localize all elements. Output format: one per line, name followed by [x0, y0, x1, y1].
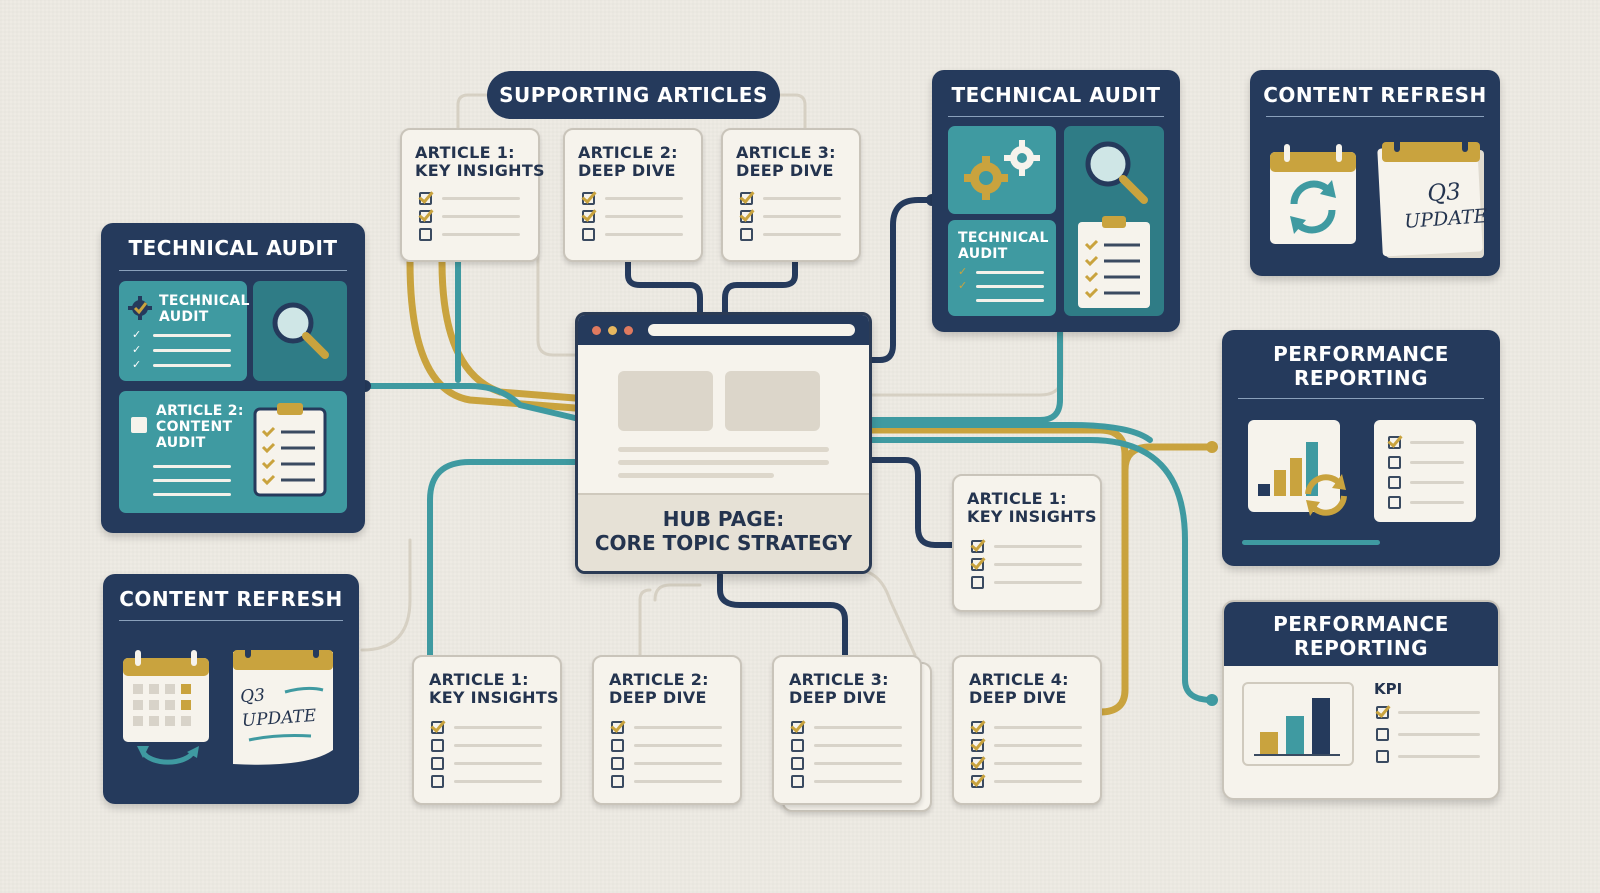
checkbox-icon	[582, 228, 595, 241]
gear-icon	[128, 296, 152, 320]
checkbox-icon	[971, 540, 984, 553]
left-technical-audit-panel[interactable]: TECHNICAL AUDIT TECHNICAL AUDIT ✓ ✓ ✓ AR…	[101, 223, 365, 533]
card-title-line1: ARTICLE 1:	[429, 670, 529, 689]
magnifier-icon	[272, 302, 329, 359]
hub-title-line1: HUB PAGE:	[662, 507, 785, 531]
content-audit-tile[interactable]: ARTICLE 2: CONTENT AUDIT	[119, 391, 347, 513]
sticky-note-icon	[1377, 134, 1484, 258]
bottom-article-card-4[interactable]: ARTICLE 4: DEEP DIVE	[952, 655, 1102, 805]
gear-icon	[964, 140, 1040, 200]
panel-title-line1: PERFORMANCE	[1273, 342, 1449, 366]
panel-title-line2: REPORTING	[1294, 366, 1428, 390]
panel-title: TECHNICAL AUDIT	[128, 236, 338, 260]
checkbox-icon	[419, 192, 432, 205]
card-title-line2: KEY INSIGHTS	[967, 507, 1097, 526]
gears-tile	[948, 126, 1056, 214]
panel-title-line1: PERFORMANCE	[1273, 612, 1449, 636]
card-title-line1: ARTICLE 2:	[578, 143, 678, 162]
left-content-refresh-panel[interactable]: CONTENT REFRESH Q3 UPDATE	[103, 574, 359, 804]
card-title-line1: ARTICLE 3:	[736, 143, 836, 162]
bottom-article-card-3[interactable]: ARTICLE 3: DEEP DIVE	[772, 655, 922, 805]
checkbox-icon	[971, 576, 984, 589]
right-technical-audit-panel[interactable]: TECHNICAL AUDIT TECHNICAL AUDIT ✓ ✓	[932, 70, 1180, 332]
panel-title: CONTENT REFRESH	[119, 587, 343, 611]
calendar-icon	[1270, 144, 1356, 244]
bar-chart-icon	[1254, 698, 1340, 756]
calendar-icon	[123, 650, 209, 765]
teal-wires	[362, 259, 1215, 703]
card-title-line1: ARTICLE 1:	[415, 143, 515, 162]
top-article-card-1[interactable]: ARTICLE 1: KEY INSIGHTS	[400, 128, 545, 262]
tile-label-line1: TECHNICAL	[958, 230, 1049, 246]
checkbox-icon	[582, 192, 595, 205]
right-content-refresh-panel[interactable]: CONTENT REFRESH Q3 UPDATE	[1250, 70, 1500, 276]
hub-title-line2: CORE TOPIC STRATEGY	[594, 531, 853, 555]
checkbox-icon	[740, 228, 753, 241]
technical-audit-tile[interactable]: TECHNICAL AUDIT ✓ ✓ ✓	[119, 281, 250, 381]
panel-title: TECHNICAL AUDIT	[951, 83, 1161, 107]
refresh-icon	[1305, 474, 1347, 516]
refresh-icon	[140, 750, 196, 765]
clipboard-icon	[253, 403, 327, 497]
card-title-line2: KEY INSIGHTS	[429, 688, 559, 707]
panel-title-line2: REPORTING	[1294, 636, 1428, 660]
panel-title: CONTENT REFRESH	[1263, 83, 1487, 107]
tile-label-line2: CONTENT	[156, 419, 233, 435]
tile-label-line2: AUDIT	[958, 246, 1008, 262]
card-title-line2: DEEP DIVE	[578, 161, 676, 180]
checkbox-icon	[582, 210, 595, 223]
tile-label-line1: TECHNICAL	[159, 293, 250, 309]
magnifier-tile[interactable]	[253, 281, 347, 381]
checkbox-icon	[740, 192, 753, 205]
card-title-line1: ARTICLE 2:	[609, 670, 709, 689]
supporting-articles-pill[interactable]: SUPPORTING ARTICLES	[487, 71, 780, 119]
kpi-label: KPI	[1374, 680, 1403, 698]
card-title-line2: DEEP DIVE	[969, 688, 1067, 707]
checklist-card	[1374, 420, 1476, 522]
magnifier-icon	[1085, 141, 1148, 204]
card-title-line2: DEEP DIVE	[789, 688, 887, 707]
supporting-articles-label: SUPPORTING ARTICLES	[499, 83, 768, 107]
checkbox-icon	[419, 210, 432, 223]
hub-page-browser[interactable]: HUB PAGE: CORE TOPIC STRATEGY	[575, 312, 872, 574]
bottom-article-card-2[interactable]: ARTICLE 2: DEEP DIVE	[592, 655, 742, 805]
performance-reporting-panel-1[interactable]: PERFORMANCE REPORTING	[1222, 330, 1500, 566]
tile-label-line2: AUDIT	[159, 309, 209, 325]
bar-chart-icon	[1258, 442, 1318, 496]
browser-icon	[578, 315, 869, 345]
navy-wires	[625, 197, 955, 658]
right-article-card[interactable]: ARTICLE 1: KEY INSIGHTS	[952, 474, 1102, 612]
checkbox-icon	[740, 210, 753, 223]
tile-label-line3: AUDIT	[156, 435, 206, 451]
card-title-line1: ARTICLE 1:	[967, 489, 1067, 508]
checkbox-icon	[971, 558, 984, 571]
performance-reporting-panel-2[interactable]: PERFORMANCE REPORTING KPI	[1222, 600, 1500, 800]
checkbox-icon	[131, 417, 147, 433]
chart-card	[1242, 682, 1354, 766]
checkbox-icon	[419, 228, 432, 241]
top-article-card-2[interactable]: ARTICLE 2: DEEP DIVE	[563, 128, 703, 262]
tile-label-line1: ARTICLE 2:	[156, 403, 244, 419]
bottom-article-card-1[interactable]: ARTICLE 1: KEY INSIGHTS	[412, 655, 562, 805]
card-title-line1: ARTICLE 3:	[789, 670, 889, 689]
card-title-line2: DEEP DIVE	[736, 161, 834, 180]
chart-card	[1248, 420, 1340, 512]
top-article-card-3[interactable]: ARTICLE 3: DEEP DIVE	[721, 128, 861, 262]
card-title-line2: DEEP DIVE	[609, 688, 707, 707]
card-title-line1: ARTICLE 4:	[969, 670, 1069, 689]
magnifier-clipboard-tile	[1064, 126, 1164, 316]
card-title-line2: KEY INSIGHTS	[415, 161, 545, 180]
sticky-note-icon	[233, 642, 333, 765]
technical-audit-tile[interactable]: TECHNICAL AUDIT ✓ ✓	[948, 220, 1056, 316]
clipboard-icon	[1078, 216, 1150, 308]
